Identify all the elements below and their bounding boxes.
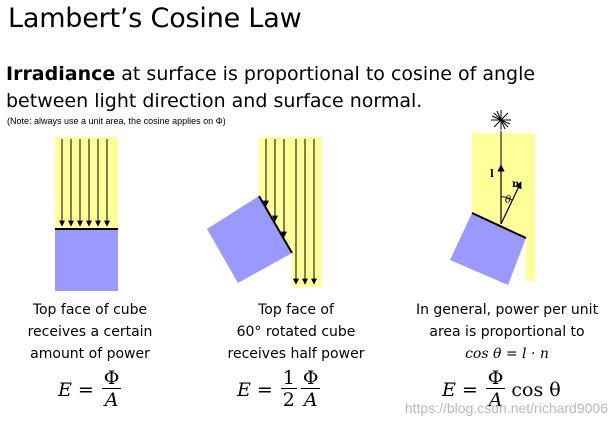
lead-bold-term: Irradiance bbox=[6, 63, 116, 85]
footnote: (Note: always use a unit area, the cosin… bbox=[7, 116, 226, 126]
light-beam bbox=[472, 133, 535, 281]
formula-eq: = bbox=[77, 378, 94, 401]
caption-line: area is proportional to bbox=[429, 324, 585, 340]
formula-eq: = bbox=[256, 378, 273, 401]
light-rays bbox=[263, 139, 317, 285]
caption-line: Top face of bbox=[258, 302, 334, 318]
caption-line: 60° rotated cube bbox=[236, 324, 356, 340]
caption-line: Top face of cube bbox=[32, 302, 148, 318]
normal-vector-label: n bbox=[512, 179, 520, 190]
coefficient-fraction: 1 2 bbox=[280, 367, 297, 411]
panel-2-caption: Top face of 60° rotated cube receives ha… bbox=[216, 299, 376, 365]
formula-fraction: Φ A bbox=[101, 367, 122, 411]
fraction-denominator: A bbox=[488, 389, 503, 411]
caption-line: amount of power bbox=[30, 346, 150, 362]
angle-arc bbox=[500, 196, 513, 201]
formula-tail: cos θ bbox=[511, 378, 561, 401]
fraction-numerator: Φ bbox=[485, 367, 506, 389]
panel-1-caption: Top face of cube receives a certain amou… bbox=[16, 299, 164, 365]
caption-line: receives a certain bbox=[27, 324, 153, 340]
formula-fraction: Φ A bbox=[300, 367, 321, 411]
watermark: https://blog.csdn.net/richard9006 bbox=[404, 400, 608, 416]
formula-lhs: E bbox=[58, 378, 72, 401]
fraction-denominator: A bbox=[303, 389, 318, 411]
fraction-denominator: A bbox=[104, 389, 119, 411]
formula-fraction: Φ A bbox=[485, 367, 506, 411]
light-vector-label: l bbox=[490, 169, 494, 180]
panel-3-diagram: l n θ bbox=[450, 110, 535, 285]
panel-2-formula: E = 1 2 Φ A bbox=[237, 368, 322, 411]
fraction-numerator: Φ bbox=[300, 367, 321, 389]
panel-1-formula: E = Φ A bbox=[58, 368, 123, 411]
angle-label: θ bbox=[505, 195, 511, 206]
light-rays bbox=[59, 139, 110, 227]
panel-2-diagram bbox=[207, 137, 322, 287]
fraction-denominator: 2 bbox=[282, 389, 295, 411]
fraction-numerator: 1 bbox=[280, 367, 297, 389]
tilted-cube bbox=[450, 213, 526, 285]
caption-line: receives half power bbox=[227, 346, 365, 362]
normal-vector-arrow bbox=[500, 181, 522, 225]
lead-text: at surface is proportional to cosine of … bbox=[6, 63, 536, 112]
fraction-numerator: Φ bbox=[101, 367, 122, 389]
lead-statement: Irradiance at surface is proportional to… bbox=[6, 61, 606, 115]
formula-lhs: E bbox=[442, 378, 456, 401]
formula-eq: = bbox=[461, 378, 478, 401]
panel-1-diagram bbox=[55, 137, 118, 291]
cube bbox=[55, 229, 118, 291]
slide-title: Lambert’s Cosine Law bbox=[8, 3, 302, 34]
light-source-icon bbox=[491, 110, 511, 130]
caption-math: cos θ = l · n bbox=[465, 346, 549, 362]
formula-lhs: E bbox=[237, 378, 251, 401]
panel-3-formula: E = Φ A cos θ bbox=[442, 368, 561, 411]
cube-top-edge bbox=[471, 212, 527, 239]
caption-line: In general, power per unit bbox=[415, 302, 599, 318]
light-beam bbox=[55, 137, 118, 229]
panel-3-caption: In general, power per unit area is propo… bbox=[408, 299, 606, 365]
